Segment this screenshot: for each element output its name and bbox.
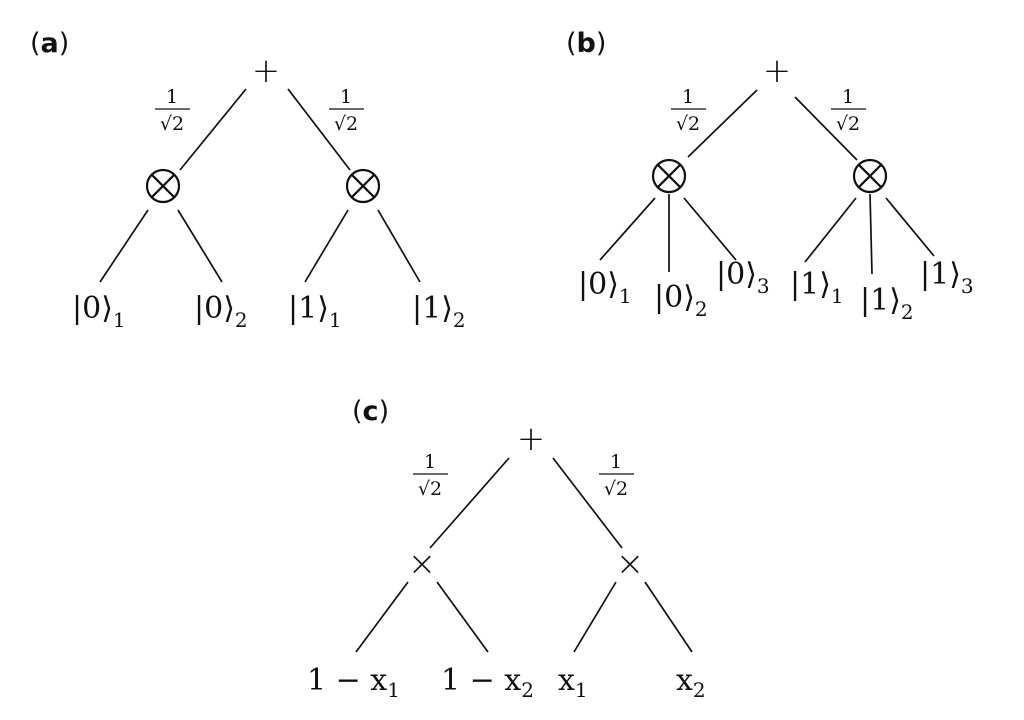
- panel-label-b: (b): [566, 28, 606, 59]
- edge-leaf-c-4: [644, 581, 693, 653]
- edge-leaf-c-3: [573, 581, 617, 653]
- edge-root-left-b: [687, 89, 758, 158]
- edge-leaf-b-5: [869, 193, 873, 275]
- panel-b: (b) + 1 √2 1 √2 |0⟩1 |: [566, 28, 974, 324]
- leaf-ket-a-3: |1⟩1: [288, 291, 342, 332]
- tensor-product-node-right-a: [345, 168, 381, 204]
- edge-leaf-c-2: [436, 581, 489, 653]
- svg-text:√2: √2: [418, 478, 442, 500]
- leaf-expr-c-4: x2: [676, 663, 706, 702]
- svg-text:√2: √2: [836, 113, 860, 135]
- leaf-ket-b-6: |1⟩3: [920, 257, 974, 298]
- weight-right-c: 1 √2: [599, 451, 634, 500]
- product-node-right-c: ×: [616, 544, 645, 584]
- tensor-product-node-left-a: [145, 168, 181, 204]
- panel-c: (c) + 1 √2 1 √2 × × 1 − x1 1 − x2 x1 x2: [307, 396, 706, 702]
- edge-root-left-c: [429, 457, 510, 549]
- edge-leaf-b-6: [885, 197, 935, 257]
- svg-text:1: 1: [340, 86, 352, 108]
- svg-text:√2: √2: [604, 478, 628, 500]
- leaf-ket-b-4: |1⟩1: [790, 267, 844, 308]
- tensor-product-node-left-b: [651, 158, 687, 194]
- leaf-expr-c-3: x1: [558, 663, 588, 702]
- svg-text:1: 1: [166, 86, 178, 108]
- edge-leaf-c-1: [355, 581, 409, 653]
- weight-right-a: 1 √2: [329, 86, 364, 135]
- panel-a: (a) + 1 √2 1 √2: [30, 28, 466, 332]
- edge-leaf-b-1: [599, 197, 656, 261]
- sum-node-c: +: [517, 419, 546, 459]
- leaf-ket-a-2: |0⟩2: [194, 291, 248, 332]
- tensor-product-node-right-b: [852, 158, 888, 194]
- edge-leaf-a-3: [304, 209, 349, 283]
- edge-root-right-c: [552, 457, 623, 549]
- edge-leaf-a-4: [377, 209, 421, 283]
- sum-node-a: +: [252, 51, 281, 91]
- leaf-ket-b-3: |0⟩3: [716, 257, 770, 298]
- weight-left-b: 1 √2: [671, 86, 706, 135]
- leaf-ket-a-4: |1⟩2: [412, 291, 466, 332]
- svg-text:√2: √2: [160, 113, 184, 135]
- panel-label-a: (a): [30, 28, 69, 59]
- edge-leaf-a-2: [177, 209, 223, 283]
- panel-label-c: (c): [352, 396, 389, 427]
- leaf-ket-b-1: |0⟩1: [578, 267, 632, 308]
- leaf-ket-a-1: |0⟩1: [72, 291, 126, 332]
- leaf-expr-c-1: 1 − x1: [307, 663, 400, 702]
- svg-text:√2: √2: [334, 113, 358, 135]
- edge-root-left-a: [179, 88, 247, 171]
- svg-text:1: 1: [424, 451, 436, 473]
- leaf-expr-c-2: 1 − x2: [441, 663, 534, 702]
- svg-text:1: 1: [610, 451, 622, 473]
- edge-leaf-b-3: [683, 197, 737, 261]
- product-node-left-c: ×: [408, 544, 437, 584]
- edge-leaf-b-4: [804, 197, 857, 263]
- leaf-ket-b-5: |1⟩2: [860, 283, 914, 324]
- weight-right-b: 1 √2: [831, 86, 866, 135]
- svg-text:√2: √2: [676, 113, 700, 135]
- weight-left-c: 1 √2: [413, 451, 448, 500]
- svg-text:1: 1: [682, 86, 694, 108]
- edge-root-right-a: [287, 88, 351, 171]
- edge-leaf-a-1: [99, 209, 149, 283]
- weight-left-a: 1 √2: [155, 86, 190, 135]
- svg-text:1: 1: [842, 86, 854, 108]
- edge-root-right-b: [794, 96, 858, 161]
- sum-node-b: +: [763, 51, 792, 91]
- leaf-ket-b-2: |0⟩2: [654, 280, 708, 321]
